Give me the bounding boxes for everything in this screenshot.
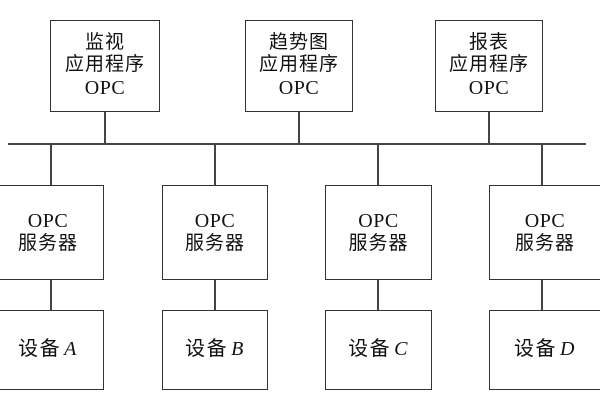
application-name-line2: 应用程序 [448, 54, 529, 76]
device-letter: B [231, 338, 245, 361]
server-protocol-label: OPC [524, 209, 566, 232]
device-label: 设备 [514, 338, 558, 361]
device-label: 设备 [18, 338, 62, 361]
connector-server-b-to-device-b [214, 280, 216, 310]
device-letter: C [394, 338, 409, 361]
application-protocol-label: OPC [278, 76, 320, 99]
server-node-b[interactable]: OPC 服务器 [162, 185, 268, 280]
server-node-d[interactable]: OPC 服务器 [489, 185, 600, 280]
connector-server-d-to-device-d [541, 280, 543, 310]
connector-app-monitor-to-bus [104, 112, 106, 144]
application-node-trend[interactable]: 趋势图 应用程序 OPC [245, 20, 353, 112]
server-node-c[interactable]: OPC 服务器 [325, 185, 432, 280]
server-role-label: 服务器 [348, 233, 409, 255]
connector-bus-to-server-b [214, 143, 216, 185]
application-name-line2: 应用程序 [258, 54, 339, 76]
device-label: 设备 [185, 338, 229, 361]
connector-bus-to-server-d [541, 143, 543, 185]
connector-app-report-to-bus [488, 112, 490, 144]
server-role-label: 服务器 [184, 233, 245, 255]
application-node-monitor[interactable]: 监视 应用程序 OPC [50, 20, 160, 112]
application-name-line1: 趋势图 [268, 31, 329, 53]
server-protocol-label: OPC [27, 209, 69, 232]
server-node-a[interactable]: OPC 服务器 [0, 185, 104, 280]
application-name-line1: 监视 [84, 31, 125, 53]
device-letter: D [560, 338, 576, 361]
connector-app-trend-to-bus [298, 112, 300, 144]
device-label: 设备 [348, 338, 392, 361]
application-protocol-label: OPC [84, 76, 126, 99]
connector-server-c-to-device-c [377, 280, 379, 310]
server-protocol-label: OPC [194, 209, 236, 232]
application-node-report[interactable]: 报表 应用程序 OPC [435, 20, 543, 112]
device-letter: A [64, 338, 78, 361]
application-name-line1: 报表 [468, 31, 509, 53]
connector-bus-to-server-a [50, 143, 52, 185]
network-bus-line [8, 143, 586, 145]
server-role-label: 服务器 [514, 233, 575, 255]
application-protocol-label: OPC [468, 76, 510, 99]
server-role-label: 服务器 [17, 233, 78, 255]
application-name-line2: 应用程序 [64, 54, 145, 76]
connector-bus-to-server-c [377, 143, 379, 185]
server-protocol-label: OPC [358, 209, 399, 232]
connector-server-a-to-device-a [50, 280, 52, 310]
